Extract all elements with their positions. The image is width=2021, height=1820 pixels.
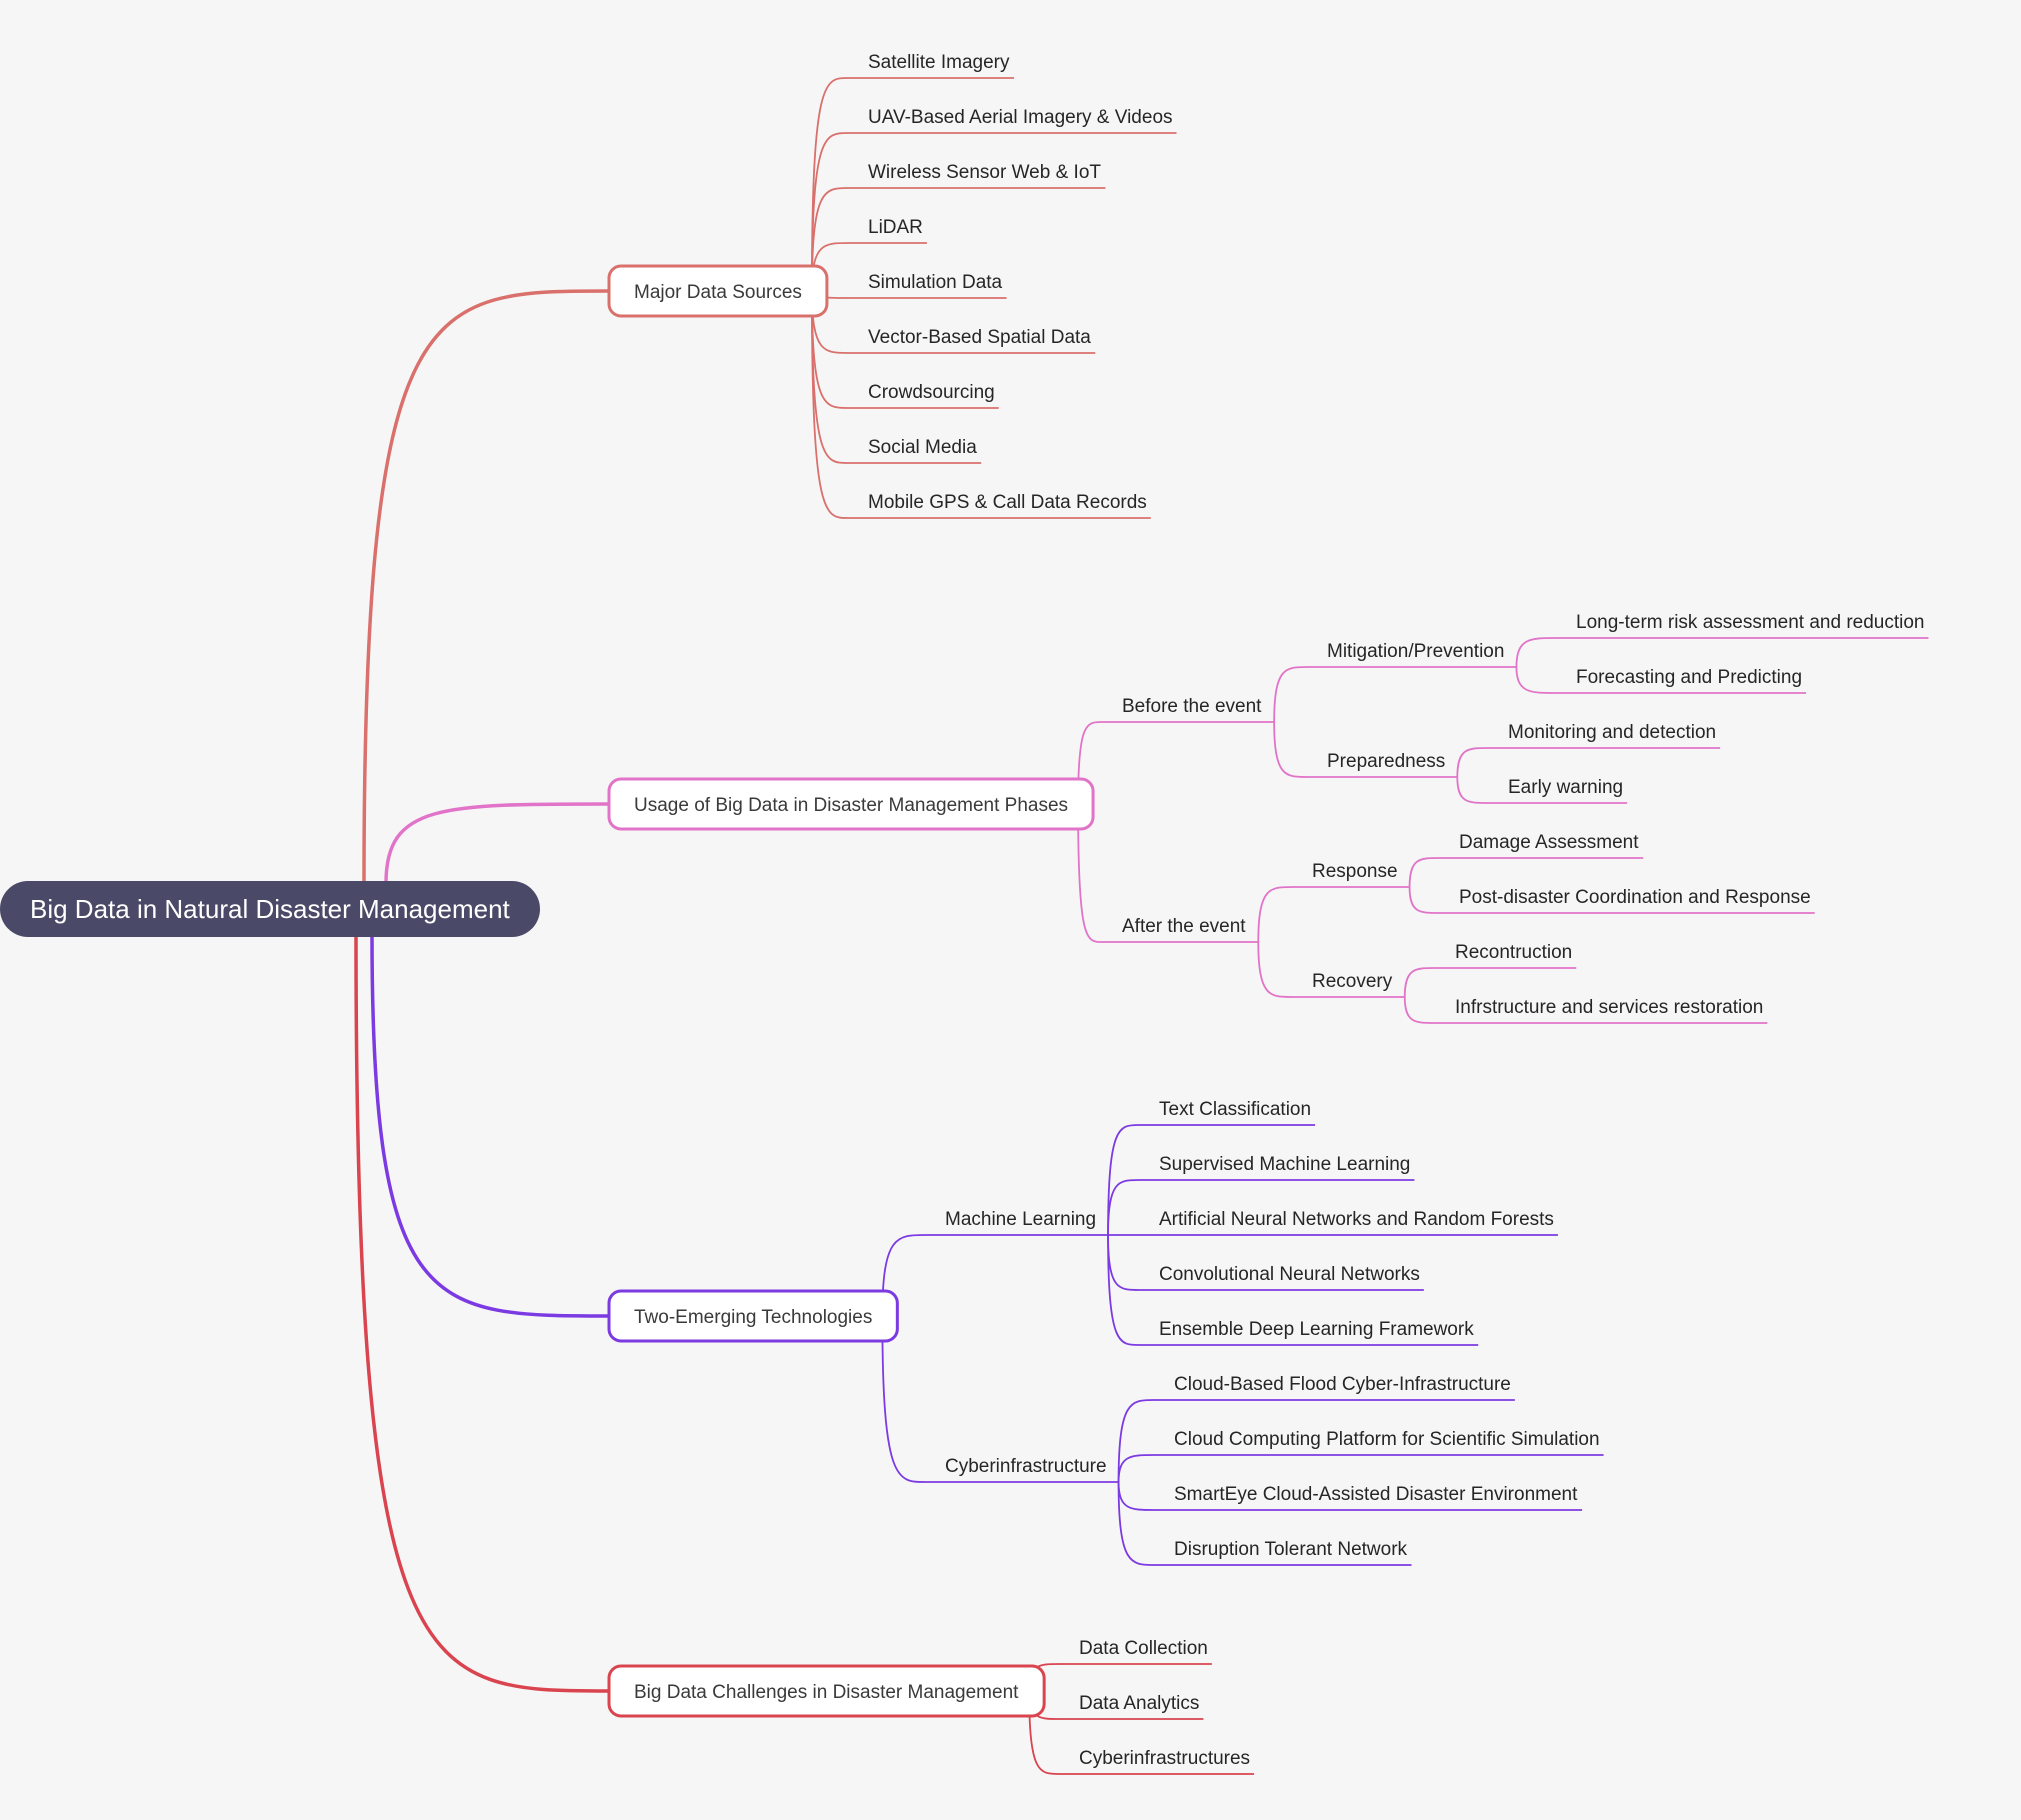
connector-wireless-sensor-web-and-iot — [811, 187, 849, 292]
connector-mitigation-prevention — [1273, 666, 1308, 723]
leaf-data-analytics[interactable]: Data Analytics — [1079, 1693, 1199, 1714]
node-preparedness[interactable]: Preparedness — [1327, 751, 1445, 772]
leaf-artificial-neural-networks-and-random-forests[interactable]: Artificial Neural Networks and Random Fo… — [1159, 1209, 1554, 1230]
node-layer: Big Data in Natural Disaster ManagementM… — [0, 52, 1925, 1769]
node-cyberinfrastructure[interactable]: Cyberinfrastructure — [945, 1456, 1107, 1477]
connector-cloud-based-flood-cyber-infrastructure — [1117, 1399, 1155, 1483]
node-mitigation-prevention[interactable]: Mitigation/Prevention — [1327, 641, 1504, 662]
leaf-satellite-imagery[interactable]: Satellite Imagery — [868, 52, 1010, 73]
connector-post-disaster-coordination-and-response — [1408, 886, 1440, 914]
connector-early-warning — [1456, 776, 1489, 804]
leaf-social-media[interactable]: Social Media — [868, 437, 977, 458]
leaf-early-warning[interactable]: Early warning — [1508, 777, 1623, 798]
leaf-simulation-data[interactable]: Simulation Data — [868, 272, 1003, 293]
branch-two-emerging-technologies[interactable]: Two-Emerging Technologies — [607, 1289, 899, 1343]
leaf-recontruction[interactable]: Recontruction — [1455, 942, 1572, 963]
connector-satellite-imagery — [811, 77, 849, 292]
leaf-convolutional-neural-networks[interactable]: Convolutional Neural Networks — [1159, 1264, 1420, 1285]
connector-forecasting-and-predicting — [1515, 666, 1557, 694]
node-machine-learning[interactable]: Machine Learning — [945, 1209, 1096, 1230]
node-after-the-event[interactable]: After the event — [1122, 916, 1246, 937]
connector-root-to-big-data-challenges-in-disaster-management — [354, 934, 610, 1693]
connector-preparedness — [1273, 721, 1308, 778]
branch-box — [607, 1289, 899, 1343]
leaf-cloud-based-flood-cyber-infrastructure[interactable]: Cloud-Based Flood Cyber-Infrastructure — [1174, 1374, 1511, 1395]
connector-cyberinfrastructure — [881, 1315, 926, 1483]
node-before-the-event[interactable]: Before the event — [1122, 696, 1262, 717]
leaf-infrstructure-and-services-restoration[interactable]: Infrstructure and services restoration — [1455, 997, 1763, 1018]
leaf-wireless-sensor-web-and-iot[interactable]: Wireless Sensor Web & IoT — [868, 162, 1101, 183]
branch-label: Major Data Sources — [634, 282, 802, 303]
leaf-forecasting-and-predicting[interactable]: Forecasting and Predicting — [1576, 667, 1802, 688]
leaf-uav-based-aerial-imagery-and-videos[interactable]: UAV-Based Aerial Imagery & Videos — [868, 107, 1173, 128]
connector-disruption-tolerant-network — [1117, 1481, 1155, 1566]
connector-text-classification — [1107, 1124, 1140, 1236]
branch-usage-of-big-data-in-disaster-management-phases[interactable]: Usage of Big Data in Disaster Management… — [607, 777, 1095, 831]
leaf-cyberinfrastructures[interactable]: Cyberinfrastructures — [1079, 1748, 1250, 1769]
leaf-post-disaster-coordination-and-response[interactable]: Post-disaster Coordination and Response — [1459, 887, 1811, 908]
connector-response — [1257, 886, 1293, 943]
connector-smarteye-cloud-assisted-disaster-environment — [1117, 1481, 1155, 1511]
branch-major-data-sources[interactable]: Major Data Sources — [607, 264, 829, 318]
leaf-long-term-risk-assessment-and-reduction[interactable]: Long-term risk assessment and reduction — [1576, 612, 1925, 633]
branch-label: Two-Emerging Technologies — [634, 1307, 872, 1328]
connector-recovery — [1257, 941, 1293, 998]
connector-monitoring-and-detection — [1456, 747, 1489, 778]
connector-cloud-computing-platform-for-scientific-simulation — [1117, 1454, 1155, 1483]
node-recovery[interactable]: Recovery — [1312, 971, 1393, 992]
branch-box — [607, 1664, 1046, 1718]
leaf-text-classification[interactable]: Text Classification — [1159, 1099, 1311, 1120]
node-response[interactable]: Response — [1312, 861, 1398, 882]
leaf-smarteye-cloud-assisted-disaster-environment[interactable]: SmartEye Cloud-Assisted Disaster Environ… — [1174, 1484, 1578, 1505]
connector-uav-based-aerial-imagery-and-videos — [811, 132, 849, 292]
leaf-data-collection[interactable]: Data Collection — [1079, 1638, 1208, 1659]
connector-root-to-usage-of-big-data-in-disaster-management-phases — [384, 802, 610, 884]
leaf-disruption-tolerant-network[interactable]: Disruption Tolerant Network — [1174, 1539, 1408, 1560]
root-node-background — [0, 881, 540, 937]
leaf-crowdsourcing[interactable]: Crowdsourcing — [868, 382, 995, 403]
leaf-ensemble-deep-learning-framework[interactable]: Ensemble Deep Learning Framework — [1159, 1319, 1474, 1340]
branch-box — [607, 777, 1095, 831]
leaf-damage-assessment[interactable]: Damage Assessment — [1459, 832, 1639, 853]
connector-supervised-machine-learning — [1107, 1179, 1140, 1236]
branch-label: Usage of Big Data in Disaster Management… — [634, 795, 1068, 816]
branch-label: Big Data Challenges in Disaster Manageme… — [634, 1682, 1019, 1703]
root-node-label: Big Data in Natural Disaster Management — [30, 894, 511, 924]
leaf-lidar[interactable]: LiDAR — [868, 217, 923, 238]
connector-long-term-risk-assessment-and-reduction — [1515, 637, 1557, 668]
branch-big-data-challenges-in-disaster-management[interactable]: Big Data Challenges in Disaster Manageme… — [607, 1664, 1046, 1718]
leaf-vector-based-spatial-data[interactable]: Vector-Based Spatial Data — [868, 327, 1091, 348]
connector-convolutional-neural-networks — [1107, 1234, 1140, 1291]
connector-root-to-major-data-sources — [362, 289, 610, 884]
root-node[interactable]: Big Data in Natural Disaster Management — [0, 881, 540, 937]
leaf-monitoring-and-detection[interactable]: Monitoring and detection — [1508, 722, 1716, 743]
connector-after-the-event — [1077, 803, 1103, 943]
connector-mobile-gps-and-call-data-records — [811, 290, 849, 519]
connector-damage-assessment — [1408, 857, 1440, 888]
leaf-cloud-computing-platform-for-scientific-simulation[interactable]: Cloud Computing Platform for Scientific … — [1174, 1429, 1600, 1450]
leaf-mobile-gps-and-call-data-records[interactable]: Mobile GPS & Call Data Records — [868, 492, 1147, 513]
leaf-supervised-machine-learning[interactable]: Supervised Machine Learning — [1159, 1154, 1410, 1175]
branch-box — [607, 264, 829, 318]
connector-recontruction — [1403, 967, 1436, 998]
connector-ensemble-deep-learning-framework — [1107, 1234, 1140, 1346]
connector-root-to-two-emerging-technologies — [370, 934, 610, 1318]
connector-infrstructure-and-services-restoration — [1403, 996, 1436, 1024]
